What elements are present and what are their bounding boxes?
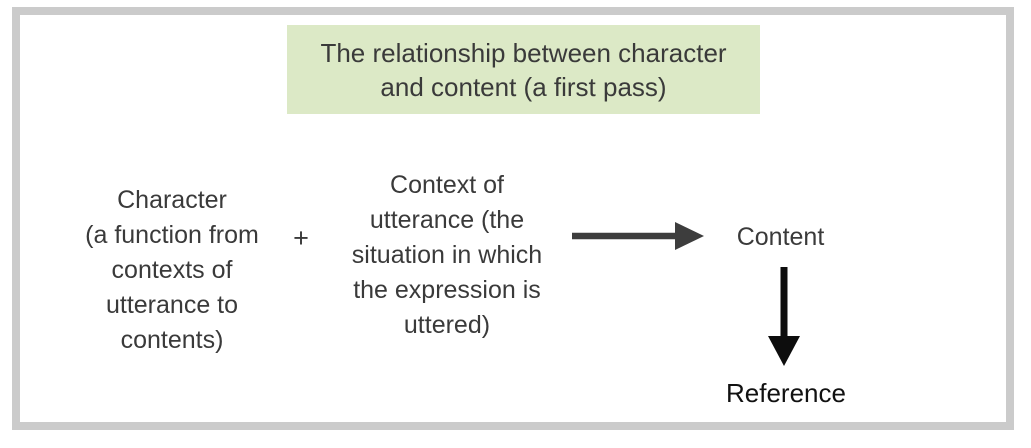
plus-operator: + — [293, 223, 309, 253]
character-block-line-4: utterance to — [105, 291, 239, 319]
title-line-2: and content (a first pass) — [380, 71, 667, 102]
character-block: Character (a function from contexts of u… — [68, 183, 276, 358]
character-block-line-3: contexts of — [111, 256, 233, 284]
character-block-line-5: contents) — [120, 326, 224, 354]
context-block-line-3: situation in which — [351, 241, 543, 269]
content-label: Content — [736, 223, 825, 251]
down-arrow-icon — [768, 267, 800, 366]
context-block: Context of utterance (the situation in w… — [326, 168, 568, 343]
context-block-line-2: utterance (the — [369, 206, 525, 234]
context-block-line-4: the expression is — [353, 276, 541, 304]
context-block-line-5: uttered) — [403, 311, 491, 339]
title-line-1: The relationship between character — [320, 37, 727, 68]
reference-label: Reference — [726, 378, 846, 408]
title-box: The relationship between character and c… — [287, 25, 760, 114]
character-block-line-1: Character — [117, 186, 227, 214]
character-block-line-2: (a function from — [85, 221, 259, 249]
right-arrow-icon — [572, 222, 704, 250]
context-block-line-1: Context of — [390, 171, 504, 199]
